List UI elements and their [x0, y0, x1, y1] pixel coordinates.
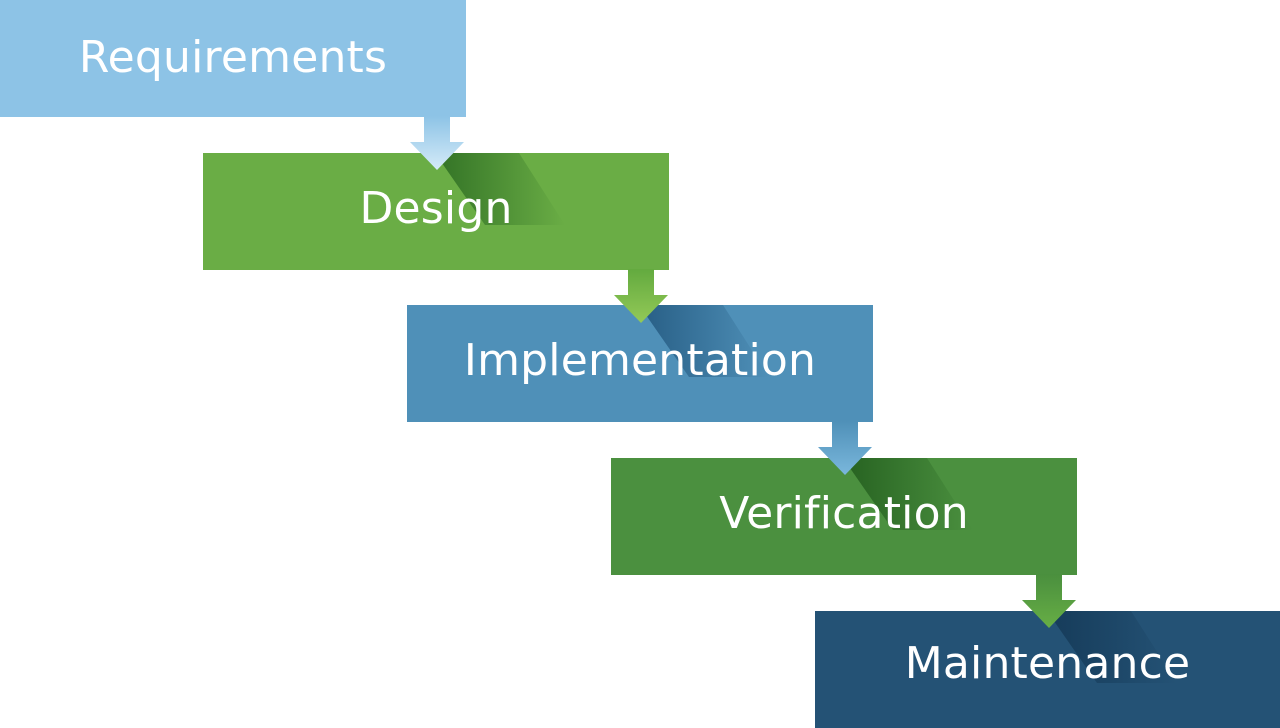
down-arrow-icon: [410, 116, 464, 170]
stage-maintenance-label: Maintenance: [904, 638, 1191, 689]
stage-implementation-label: Implementation: [463, 335, 817, 386]
stage-verification-label: Verification: [719, 488, 969, 539]
stage-design: Design: [203, 153, 669, 270]
stage-design-label: Design: [359, 183, 513, 234]
down-arrow-icon: [614, 269, 668, 323]
down-arrow-icon: [818, 421, 872, 475]
stage-maintenance: Maintenance: [815, 611, 1280, 728]
stage-verification: Verification: [611, 458, 1077, 575]
stage-requirements: Requirements: [0, 0, 466, 117]
down-arrow-icon: [1022, 574, 1076, 628]
stage-requirements-label: Requirements: [78, 31, 388, 83]
